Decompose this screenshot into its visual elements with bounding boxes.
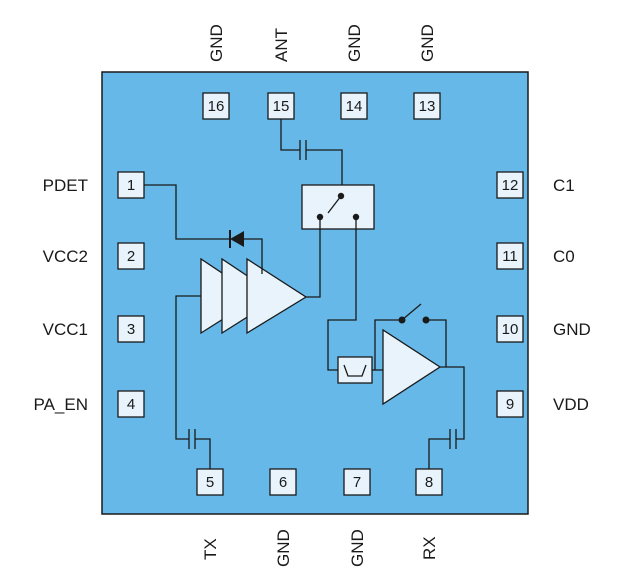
pin-number: 4 — [127, 396, 135, 413]
pin-number: 5 — [206, 474, 214, 491]
pin-5: 5 — [196, 468, 224, 496]
pin-number: 10 — [502, 321, 519, 338]
pa-output-wire — [306, 217, 321, 298]
pin-1: 1 — [117, 171, 145, 199]
diode-icon — [144, 184, 263, 274]
pin-8: 8 — [415, 468, 443, 496]
pin-label-vcc1: VCC1 — [43, 320, 88, 339]
pin-label-pa-en: PA_EN — [34, 395, 89, 414]
pin-4: 4 — [117, 390, 145, 418]
pin-number: 1 — [127, 177, 135, 194]
pin-number: 9 — [506, 396, 514, 413]
pin-label-c0: C0 — [553, 247, 575, 266]
pin-label-vcc2: VCC2 — [43, 247, 88, 266]
pin-3: 3 — [117, 315, 145, 343]
pin-label-gnd-13: GND — [418, 24, 437, 62]
pin-number: 6 — [279, 474, 287, 491]
pin-label-gnd-10: GND — [553, 320, 591, 339]
pin-14: 14 — [340, 92, 368, 120]
pin-number: 16 — [208, 98, 225, 115]
pin-label-pdet: PDET — [43, 176, 88, 195]
pin-label-c1: C1 — [553, 176, 575, 195]
pin-2: 2 — [117, 242, 145, 270]
pin-number: 7 — [353, 474, 361, 491]
pin-6: 6 — [269, 468, 297, 496]
pin-label-tx: TX — [201, 538, 220, 560]
pin-label-vdd: VDD — [553, 395, 589, 414]
power-amplifier-icon — [200, 257, 308, 335]
pin-number: 13 — [419, 98, 436, 115]
tx-capacitor-icon — [175, 295, 211, 469]
pin-label-gnd-16: GND — [207, 24, 226, 62]
pin-label-gnd-6: GND — [274, 529, 293, 567]
pin-12: 12 — [496, 171, 524, 199]
pin-number: 3 — [127, 321, 135, 338]
rx-switch-wire — [327, 217, 357, 371]
pin-7: 7 — [343, 468, 371, 496]
pin-number: 14 — [346, 98, 363, 115]
pin-number: 15 — [273, 98, 290, 115]
pin-label-ant: ANT — [272, 28, 291, 62]
pin-16: 16 — [202, 92, 230, 120]
lna-amplifier-icon — [382, 328, 442, 406]
pin-15: 15 — [267, 92, 295, 120]
rx-capacitor-icon — [428, 366, 465, 469]
pin-number: 12 — [502, 177, 519, 194]
pin-13: 13 — [413, 92, 441, 120]
pin-number: 8 — [425, 474, 433, 491]
pin-label-gnd-7: GND — [348, 529, 367, 567]
pin-10: 10 — [496, 315, 524, 343]
package-body — [101, 71, 529, 515]
filter-icon — [337, 356, 373, 384]
lna-bypass-switch-icon — [374, 303, 447, 370]
pin-11: 11 — [496, 242, 524, 270]
switch-icon — [301, 184, 375, 230]
pin-number: 2 — [127, 248, 135, 265]
pin-number: 11 — [502, 248, 518, 265]
pin-9: 9 — [496, 390, 524, 418]
pin-label-rx: RX — [420, 536, 439, 560]
ant-capacitor-icon — [280, 119, 343, 193]
pin-label-gnd-14: GND — [345, 24, 364, 62]
